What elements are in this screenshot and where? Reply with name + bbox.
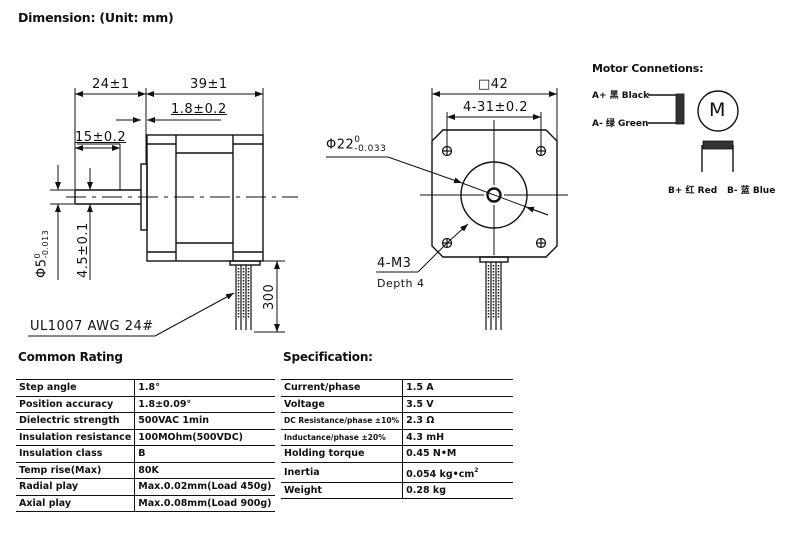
dim-shaft-flat: 15±0.2: [75, 130, 127, 145]
rating-value: B: [134, 445, 275, 463]
connection-schematic: [648, 90, 739, 172]
dim-boss-upper: 0: [354, 135, 361, 145]
wire-b-minus: B- 蓝 Blue: [727, 186, 776, 196]
spec-value: 3.5 V: [402, 395, 513, 413]
dim-front-length: 24±1: [92, 77, 130, 92]
wire-a-minus: A- 绿 Green: [592, 119, 649, 129]
dim-boss-main: Φ22: [326, 137, 355, 153]
spec-value-superscript: 2: [474, 466, 479, 474]
rating-key: Insulation resistance: [16, 428, 136, 446]
page-title: Dimension: (Unit: mm): [18, 10, 174, 25]
spec-value: 0.45 N•M: [402, 445, 513, 463]
spec-key: Inductance/phase ±20%: [281, 428, 404, 446]
spec-value-text: 0.054 kg•cm: [406, 468, 475, 480]
table-row: DC Resistance/phase ±10%2.3 Ω: [281, 412, 513, 430]
rating-key: Radial play: [16, 478, 136, 496]
dim-shaft-dia-lower: -0.013: [41, 229, 50, 259]
rating-key: Temp rise(Max): [16, 461, 136, 479]
wire-a-plus: A+ 黑 Black: [592, 91, 650, 101]
dim-shaft-dia-main: Φ5: [34, 258, 50, 278]
spec-key: Holding torque: [281, 445, 404, 463]
spec-key: DC Resistance/phase ±10%: [281, 412, 404, 430]
rating-value: 500VAC 1min: [134, 412, 275, 430]
hole-depth: Depth 4: [377, 277, 425, 290]
rating-value: Max.0.02mm(Load 450g): [134, 478, 275, 496]
dim-lead-length: 300: [262, 283, 277, 310]
dim-hole-spacing: 4-31±0.2: [463, 100, 529, 115]
dim-flange: 1.8±0.2: [171, 102, 227, 117]
dim-boss-lower: -0.033: [354, 144, 387, 154]
spec-key: Voltage: [281, 395, 404, 413]
spec-value: 2.3 Ω: [402, 412, 513, 430]
dim-square: □42: [478, 77, 509, 92]
side-view-motor: [74, 134, 264, 330]
wire-b-plus: B+ 红 Red: [668, 186, 718, 196]
motor-symbol: M: [709, 99, 726, 121]
front-dimension-lines: [326, 88, 558, 273]
spec-value: 4.3 mH: [402, 428, 513, 446]
dim-body-length: 39±1: [190, 77, 228, 92]
hole-label: 4-M3: [377, 256, 412, 271]
rating-key: Insulation class: [16, 445, 136, 463]
side-dimension-lines: [28, 88, 285, 337]
rating-key: Dielectric strength: [16, 412, 136, 430]
motor-connections-title: Motor Connetions:: [592, 62, 704, 75]
rating-value: Max.0.08mm(Load 900g): [134, 494, 275, 512]
spec-value: 0.054 kg•cm2: [402, 461, 513, 483]
rating-key: Step angle: [16, 379, 136, 397]
rating-value: 80K: [134, 461, 275, 479]
spec-value: 1.5 A: [402, 379, 513, 397]
front-centerlines: [420, 120, 568, 255]
spec-key: Weight: [281, 481, 404, 499]
dim-flat-depth: 4.5±0.1: [76, 222, 91, 278]
lead-wire-label: UL1007 AWG 24#: [30, 319, 154, 334]
spec-key: Inertia: [281, 461, 404, 483]
spec-key: Current/phase: [281, 379, 404, 397]
rating-value: 100MOhm(500VDC): [134, 428, 275, 446]
table-row: Temp rise(Max)80K: [16, 461, 275, 479]
spec-value: 0.28 kg: [402, 481, 513, 499]
table-row: Inductance/phase ±20%4.3 mH: [281, 428, 513, 446]
rating-value: 1.8°: [134, 379, 275, 397]
rating-value: 1.8±0.09°: [134, 395, 275, 413]
common-rating-title: Common Rating: [18, 350, 123, 364]
rating-key: Position accuracy: [16, 395, 136, 413]
rating-key: Axial play: [16, 494, 136, 512]
specification-title: Specification:: [283, 350, 373, 364]
